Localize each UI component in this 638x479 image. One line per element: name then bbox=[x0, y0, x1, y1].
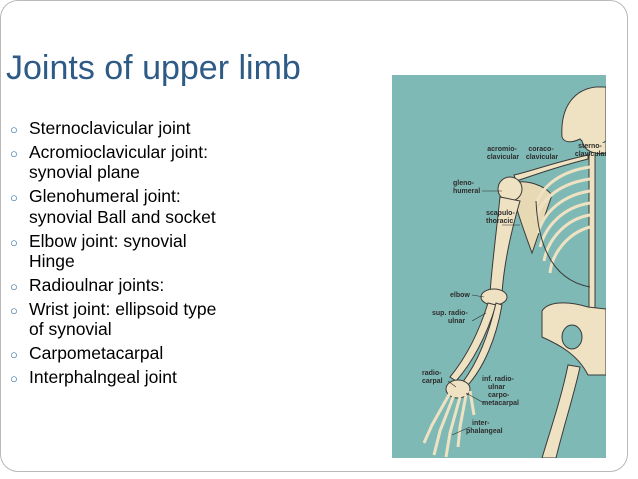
bullet-text: Wrist joint: ellipsoid type bbox=[29, 298, 217, 319]
bullet-text: Elbow joint: synovial bbox=[29, 230, 187, 251]
label-sternoclavicular: sterno- clavicular bbox=[575, 143, 606, 158]
bullet-list: ○ Sternoclavicular joint ○ Acromioclavicul… bbox=[10, 118, 290, 391]
list-item: ○ Sternoclavicular joint bbox=[10, 118, 290, 139]
label-inf-radioulnar: inf. radio- ulnar bbox=[482, 376, 516, 391]
clavicle bbox=[513, 154, 589, 182]
rib-cage bbox=[534, 165, 591, 288]
hand-bones bbox=[422, 390, 476, 458]
label-sup-radioulnar: sup. radio- ulnar bbox=[432, 310, 470, 325]
bullet-text-continued: synovial Ball and socket bbox=[29, 206, 216, 227]
femur bbox=[541, 364, 581, 458]
bullet-text: Interphalngeal joint bbox=[29, 367, 177, 388]
bullet-icon: ○ bbox=[10, 279, 18, 295]
skeleton-illustration bbox=[422, 86, 606, 458]
bullet-text-continued: Hinge bbox=[29, 251, 75, 272]
label-glenohumeral: gleno- humeral bbox=[453, 180, 480, 195]
bullet-icon: ○ bbox=[10, 347, 18, 363]
joint-labels: sterno- clavicular acromio- clavicular c… bbox=[422, 143, 606, 435]
bullet-text: Carpometacarpal bbox=[29, 343, 164, 364]
bullet-icon: ○ bbox=[10, 122, 18, 137]
label-interphalangeal: inter- phalangeal bbox=[466, 420, 503, 435]
rib-cage-outline bbox=[535, 200, 591, 288]
bullet-text: Radioulnar joints: bbox=[29, 275, 165, 296]
label-leader-lines bbox=[447, 190, 520, 436]
bullet-icon: ○ bbox=[10, 190, 18, 206]
bullet-icon: ○ bbox=[10, 234, 18, 250]
slide-frame bbox=[0, 0, 628, 472]
bullet-text-continued: of synovial bbox=[29, 319, 112, 340]
bullet-icon: ○ bbox=[10, 371, 18, 387]
page-title: Joints of upper limb bbox=[6, 49, 301, 87]
list-item: ○ Radioulnar joints: bbox=[10, 275, 290, 296]
jaw bbox=[581, 140, 606, 154]
bullet-text: Sternoclavicular joint bbox=[29, 118, 191, 138]
skeleton-figure: sterno- clavicular acromio- clavicular c… bbox=[392, 75, 606, 458]
label-acromioclavicular: acromio- clavicular bbox=[487, 146, 520, 161]
elbow-joint bbox=[480, 288, 508, 306]
label-scapulothoracic: scapulo- thoracic bbox=[486, 210, 517, 225]
label-radiocarpal: radio- carpal bbox=[422, 370, 443, 385]
list-item: ○ Carpometacarpal bbox=[10, 343, 290, 364]
bullet-icon: ○ bbox=[10, 145, 18, 161]
bullet-text: Acromioclavicular joint: bbox=[29, 141, 208, 162]
label-elbow: elbow bbox=[450, 292, 470, 299]
bullet-icon: ○ bbox=[10, 302, 18, 318]
list-item: ○ Glenohumeral joint:synovial Ball and so… bbox=[10, 186, 290, 227]
list-item: ○ Interphalngeal joint bbox=[10, 367, 290, 388]
spine-outline bbox=[588, 153, 596, 325]
label-carpometacarpal: carpo- metacarpal bbox=[482, 392, 519, 407]
hip-opening bbox=[561, 324, 583, 350]
label-coracoclavicular: coraco- clavicular bbox=[526, 146, 559, 161]
bullet-text: Glenohumeral joint: bbox=[29, 186, 181, 207]
list-item: ○ Acromioclavicular joint:synovial plane bbox=[10, 142, 290, 183]
bullet-text-continued: synovial plane bbox=[29, 162, 140, 183]
carpals bbox=[445, 379, 471, 399]
